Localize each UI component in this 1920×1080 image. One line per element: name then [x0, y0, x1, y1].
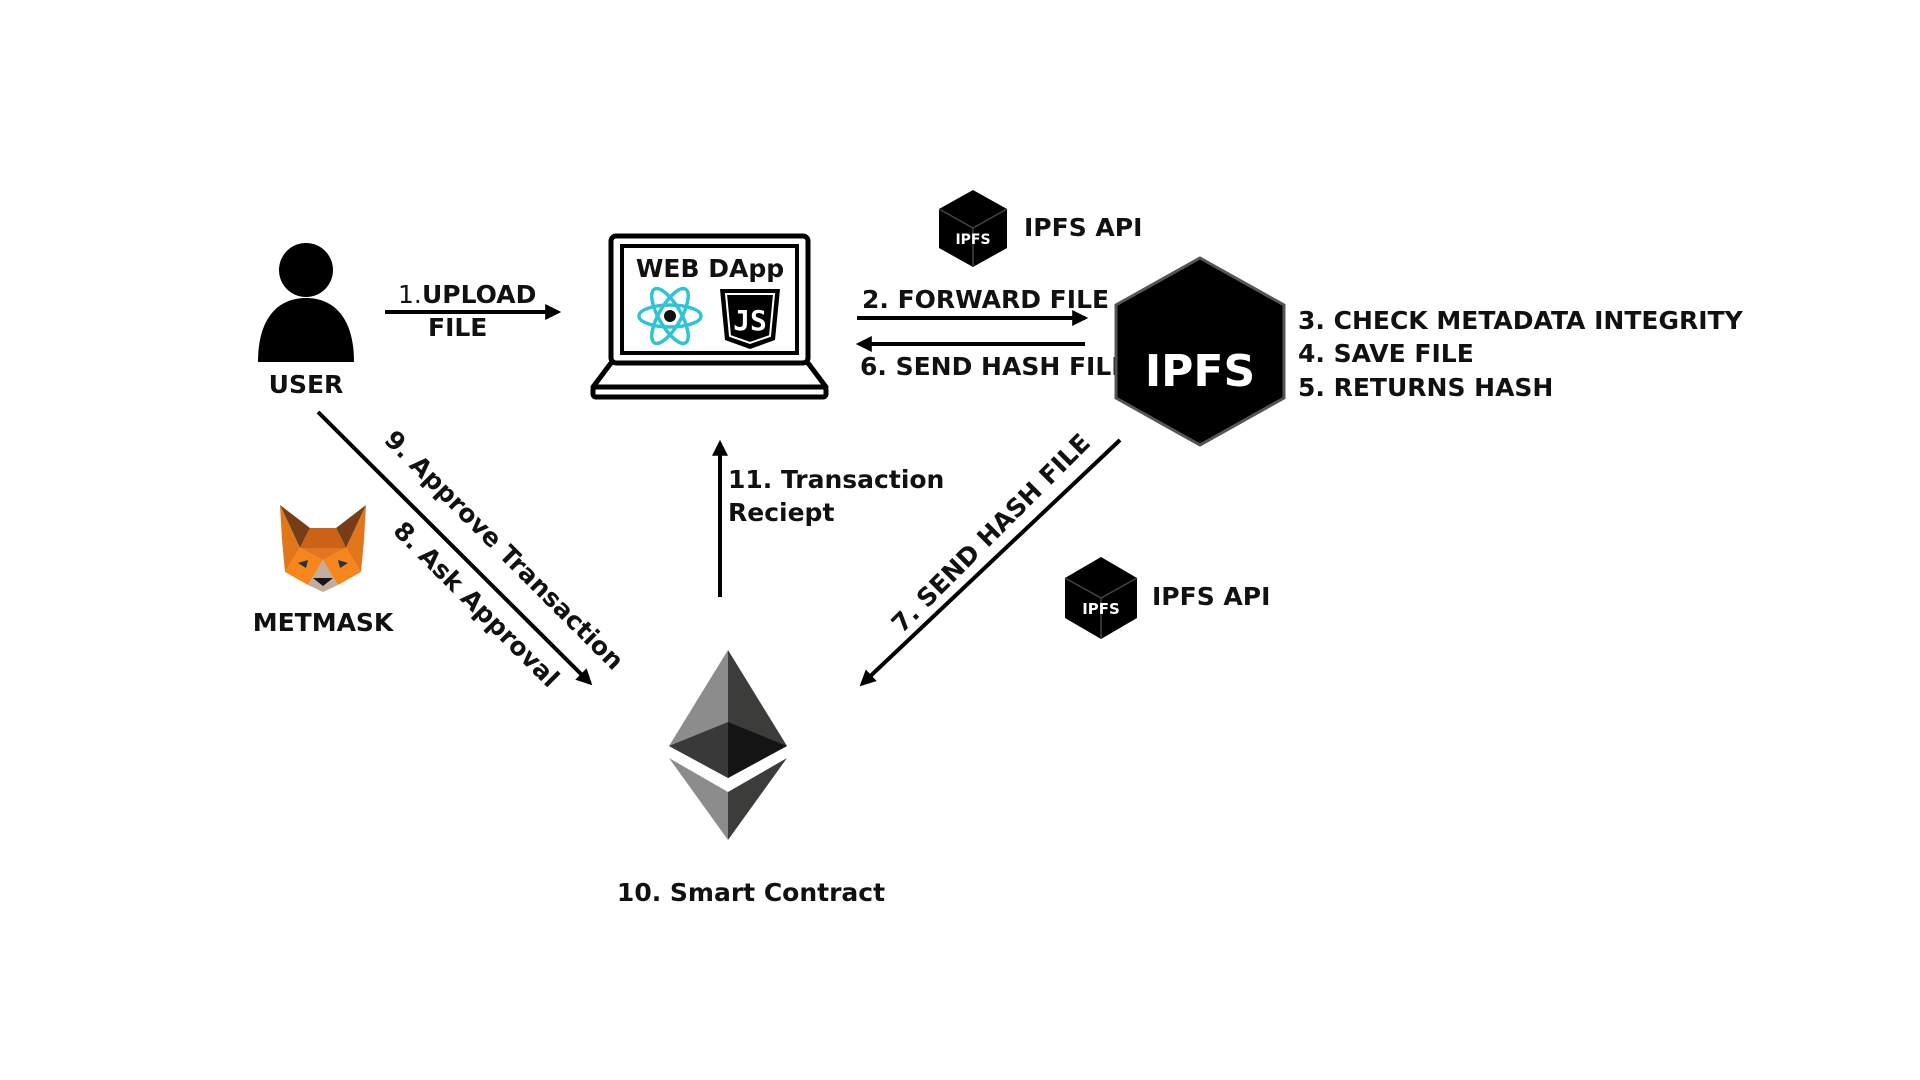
- forward-file-label: 2. FORWARD FILE: [862, 285, 1109, 314]
- send-hash-label: 6. SEND HASH FILE: [860, 352, 1128, 381]
- ipfs-api-bottom: IPFS IPFS API: [1064, 557, 1270, 639]
- ethereum-icon: [669, 650, 787, 840]
- web-dapp-node: WEB DApp JS: [590, 233, 829, 400]
- ipfs-small-cube-icon: IPFS: [938, 190, 1008, 267]
- receipt-label-line2: Reciept: [728, 498, 834, 527]
- ipfs-step-4: 4. SAVE FILE: [1298, 339, 1474, 368]
- upload-label-line2: FILE: [428, 313, 487, 342]
- user-label: USER: [269, 370, 344, 399]
- javascript-icon: JS: [720, 289, 780, 349]
- step-transaction-receipt: 11. Transaction Reciept: [712, 439, 944, 597]
- ipfs-small-cube-icon-bottom: IPFS: [1064, 557, 1138, 639]
- user-node: USER: [258, 243, 354, 399]
- upload-number: 1.: [398, 280, 422, 309]
- ipfs-steps-list: 3. CHECK METADATA INTEGRITY 4. SAVE FILE…: [1298, 306, 1744, 402]
- upload-label-line1: UPLOAD: [422, 280, 536, 309]
- laptop-icon: [590, 233, 829, 400]
- smart-contract-label: 10. Smart Contract: [617, 878, 885, 907]
- approval-arrow: [316, 410, 593, 686]
- ipfs-node: IPFS: [1114, 256, 1286, 447]
- metamask-label: METMASK: [253, 608, 395, 637]
- step-send-hash-file: 6. SEND HASH FILE: [855, 336, 1128, 381]
- send-hash-contract-arrow: [859, 438, 1122, 687]
- receipt-label-line1: 11. Transaction: [728, 465, 944, 494]
- react-icon: [637, 286, 703, 346]
- metamask-fox-icon: [280, 505, 366, 592]
- step-upload: 1. UPLOAD FILE: [385, 280, 562, 342]
- user-icon: [258, 243, 354, 362]
- ipfs-api-top-label: IPFS API: [1024, 213, 1142, 242]
- smart-contract-node: 10. Smart Contract: [617, 650, 885, 907]
- metamask-node: METMASK: [253, 505, 395, 637]
- ipfs-label: IPFS: [1145, 346, 1255, 397]
- step-approval: 9. Approve Transaction 8. Ask Approval: [316, 410, 629, 693]
- ipfs-step-5: 5. RETURNS HASH: [1298, 373, 1553, 402]
- ipfs-api-bottom-label: IPFS API: [1152, 582, 1270, 611]
- ipfs-api-top: IPFS IPFS API: [938, 190, 1142, 267]
- ipfs-cube-icon: [1114, 256, 1286, 447]
- ipfs-step-3: 3. CHECK METADATA INTEGRITY: [1298, 306, 1744, 335]
- ipfs-api-bottom-badge: IPFS: [1082, 600, 1120, 618]
- send-hash-contract-label: 7. SEND HASH FILE: [886, 428, 1096, 638]
- step-forward-file: 2. FORWARD FILE: [857, 285, 1109, 326]
- js-badge-text: JS: [733, 304, 767, 337]
- ipfs-api-top-badge: IPFS: [955, 232, 990, 248]
- dapp-title: WEB DApp: [636, 254, 784, 283]
